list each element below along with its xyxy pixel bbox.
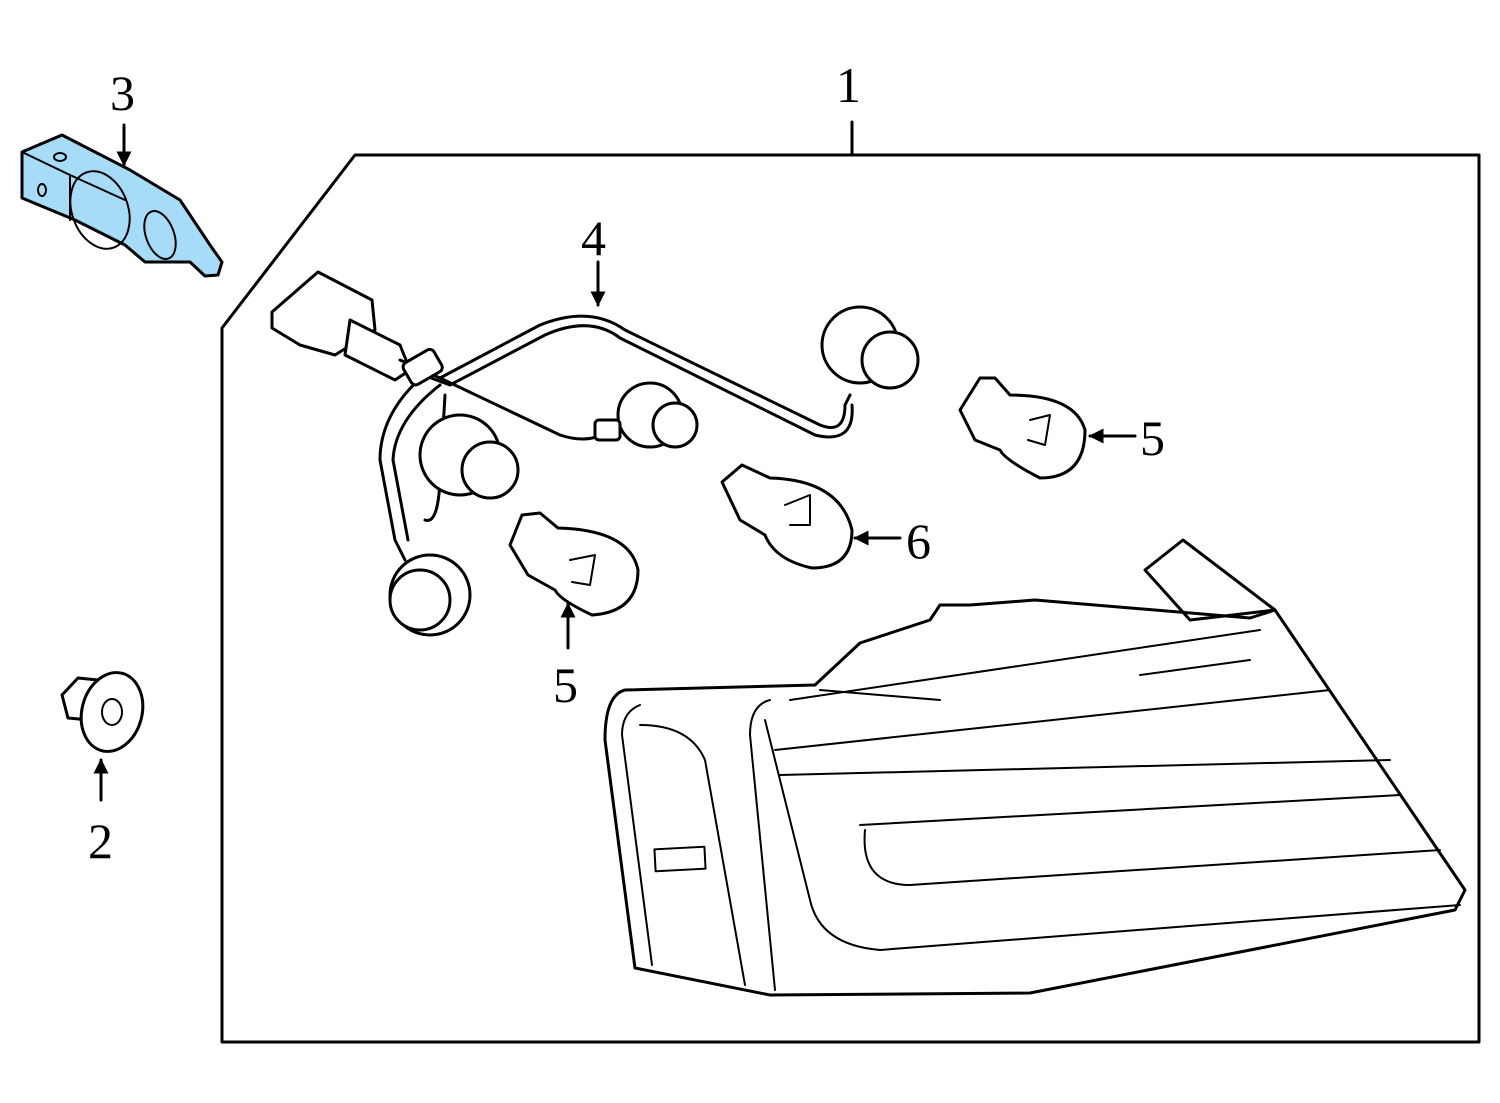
callout-5b[interactable]: 5 — [553, 657, 578, 713]
callout-2[interactable]: 2 — [88, 813, 113, 869]
callout-4[interactable]: 4 — [581, 210, 606, 266]
socket — [418, 413, 520, 500]
part-4-wiring-harness[interactable] — [270, 270, 920, 637]
part-6-wedge-bulb[interactable] — [720, 463, 854, 570]
socket — [593, 381, 699, 449]
part-5-bulb-upper[interactable] — [958, 376, 1087, 480]
part-3-switch[interactable] — [20, 133, 224, 278]
callout-3[interactable]: 3 — [110, 65, 135, 121]
socket — [388, 553, 472, 637]
tail-lamp-lens[interactable] — [603, 538, 1467, 997]
callout-6[interactable]: 6 — [906, 513, 931, 569]
callout-1[interactable]: 1 — [836, 57, 861, 113]
part-2-nut[interactable] — [60, 666, 151, 759]
socket — [820, 305, 920, 390]
part-5-bulb-lower[interactable] — [508, 511, 640, 617]
callout-5a[interactable]: 5 — [1140, 410, 1165, 466]
assembly-boundary — [220, 153, 1481, 1044]
